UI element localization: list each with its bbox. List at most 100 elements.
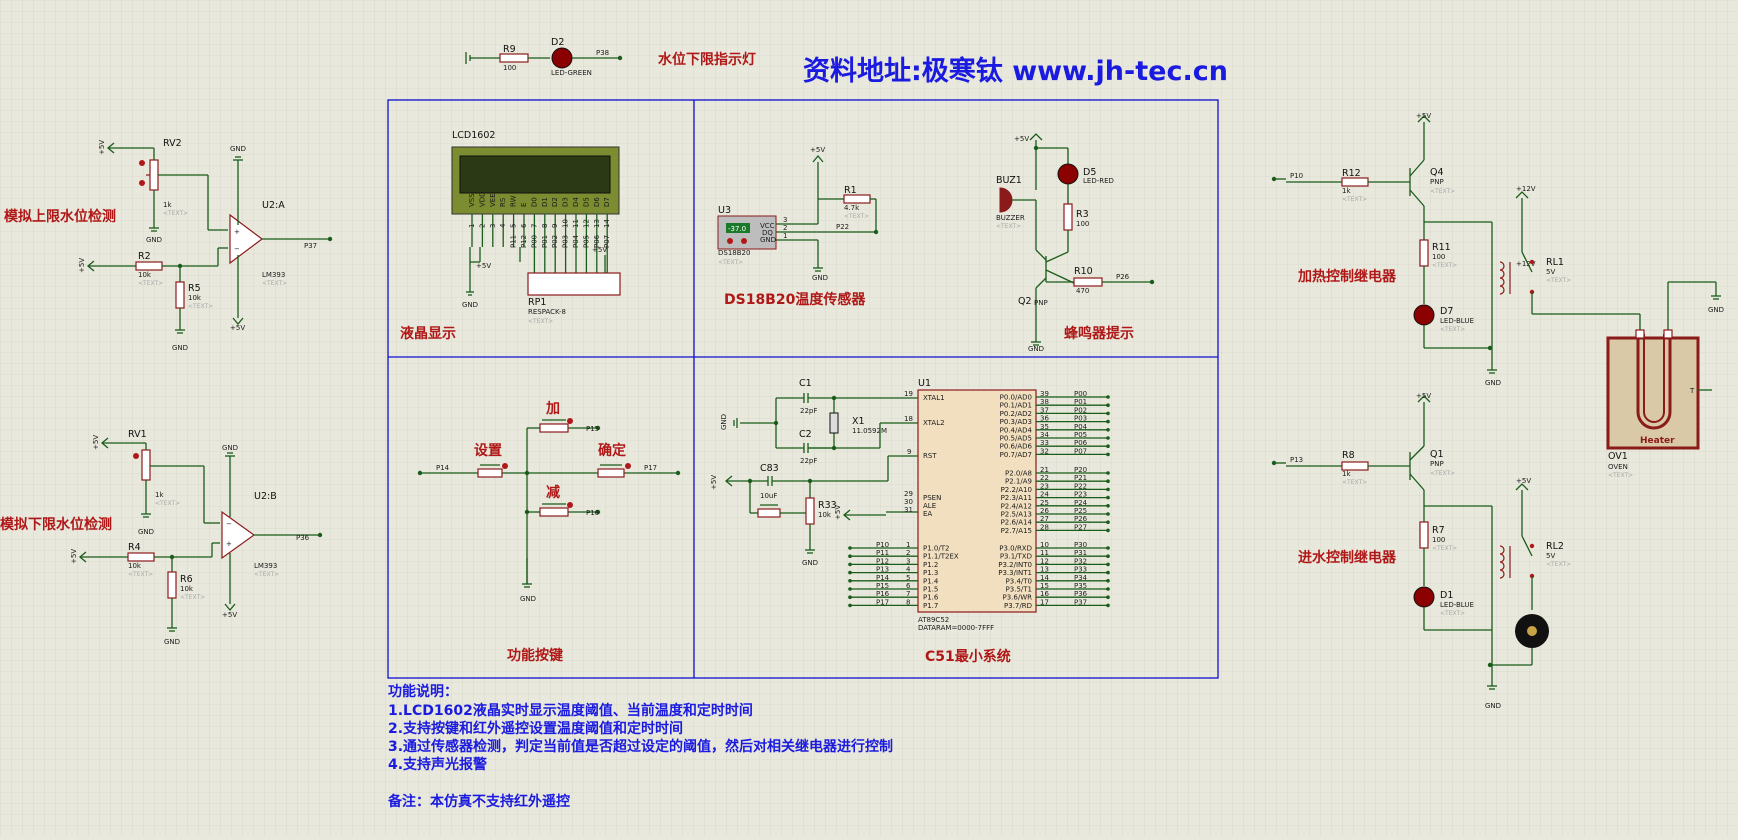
lcd-port-label: P03 xyxy=(562,235,570,248)
lcd-pin-label: VDD xyxy=(478,191,486,207)
svg-text:R9: R9 xyxy=(503,44,516,55)
lcd-pin-number: 6 xyxy=(520,223,528,228)
mcu-pin-number: 37 xyxy=(1040,406,1049,414)
water-low-indicator[interactable]: R9 100 D2 LED-GREEN P38 xyxy=(465,37,623,77)
lcd-pin-number: 12 xyxy=(582,219,590,228)
mcu-net-label: P21 xyxy=(1074,474,1087,482)
mcu-pin-number: 17 xyxy=(1040,598,1049,606)
svg-text:1k: 1k xyxy=(163,201,172,209)
subtract-button[interactable]: 减 xyxy=(539,484,573,517)
svg-text:Q2: Q2 xyxy=(1018,296,1032,307)
confirm-button[interactable]: 确定 xyxy=(597,442,631,478)
svg-text:<TEXT>: <TEXT> xyxy=(1546,561,1571,568)
svg-text:GND: GND xyxy=(720,414,728,430)
svg-text:GND: GND xyxy=(462,301,478,309)
buzzer-circuit[interactable]: +5V D5 LED-RED R3 100 BUZ1 BUZZER <TEXT>… xyxy=(996,133,1155,353)
svg-text:18: 18 xyxy=(904,415,913,423)
mcu-pin-label: P0.0/AD0 xyxy=(1000,394,1032,402)
led-blue-icon xyxy=(1413,304,1435,326)
reset-circuit[interactable]: C83 10uF R33 10k +5V GND +5V xyxy=(710,455,920,567)
mcu-pin-number: 7 xyxy=(906,590,910,598)
oven-heater[interactable]: Heater T OV1 OVEN <TEXT> xyxy=(1606,329,1712,479)
svg-text:D5: D5 xyxy=(1083,167,1096,178)
lower-detect-circuit[interactable]: RV1 1k <TEXT> +5V GND − + U2:B LM393 <TE… xyxy=(70,429,323,646)
mcu-pin-number: 34 xyxy=(1040,431,1049,439)
svg-text:GND: GND xyxy=(1708,306,1724,314)
crystal-circuit[interactable]: C1 22pF C2 22pF X1 11.0592M GND xyxy=(720,378,920,465)
svg-text:LED-GREEN: LED-GREEN xyxy=(551,69,592,77)
svg-text:10k: 10k xyxy=(180,585,194,593)
mcu-pin-label: P1.2 xyxy=(923,561,938,569)
svg-text:R11: R11 xyxy=(1432,242,1451,253)
svg-text:<TEXT>: <TEXT> xyxy=(1430,470,1455,477)
mcu-pin-number: 2 xyxy=(906,549,910,557)
mcu-pin-number: 3 xyxy=(906,557,910,565)
lcd-port-label: P06 xyxy=(593,234,601,248)
svg-text:+: + xyxy=(226,540,232,548)
buzzer-section-label: 蜂鸣器提示 xyxy=(1064,325,1134,342)
mcu-net-label: P01 xyxy=(1074,398,1087,406)
lcd-pin-number: 11 xyxy=(572,219,580,228)
svg-text:4.7k: 4.7k xyxy=(844,204,860,212)
lcd-pin-number: 10 xyxy=(562,219,570,228)
svg-text:R12: R12 xyxy=(1342,168,1361,179)
svg-text:1k: 1k xyxy=(155,491,164,499)
svg-text:LED-BLUE: LED-BLUE xyxy=(1440,317,1474,325)
at89c52-chip[interactable]: U1 AT89C52 DATARAM=0000-7FFF XTAL1 XTAL2… xyxy=(904,378,1037,632)
svg-text:P26: P26 xyxy=(1116,273,1130,281)
upper-detect-circuit[interactable]: RV2 1k <TEXT> +5V GND + − U2:A LM393 <TE… xyxy=(78,138,333,352)
lcd-port-label: P12 xyxy=(520,235,528,248)
svg-text:RV2: RV2 xyxy=(163,138,182,149)
svg-text:R3: R3 xyxy=(1076,209,1089,220)
lcd-pin-label: D7 xyxy=(603,197,611,207)
svg-text:Q4: Q4 xyxy=(1430,167,1444,178)
svg-text:R6: R6 xyxy=(180,574,193,585)
svg-text:GND: GND xyxy=(222,444,238,452)
svg-text:<TEXT>: <TEXT> xyxy=(1432,262,1457,269)
add-button[interactable]: 加 xyxy=(539,401,573,433)
svg-text:<TEXT>: <TEXT> xyxy=(528,318,553,325)
mcu-net-label: P32 xyxy=(1074,557,1087,565)
svg-text:设置: 设置 xyxy=(474,442,502,459)
mcu-pin-label: P0.6/AD6 xyxy=(1000,443,1033,451)
svg-text:AT89C52: AT89C52 xyxy=(918,616,949,624)
svg-text:RESPACK-8: RESPACK-8 xyxy=(528,308,566,316)
mcu-net-label: P24 xyxy=(1074,499,1088,507)
set-button[interactable]: 设置 xyxy=(474,442,508,478)
svg-text:<TEXT>: <TEXT> xyxy=(262,280,287,287)
lcd-pin-label: E xyxy=(520,203,528,207)
svg-text:R2: R2 xyxy=(138,251,151,262)
lcd-port-label: P11 xyxy=(510,235,518,248)
svg-text:RL2: RL2 xyxy=(1546,541,1564,552)
mcu-pin-label: P1.3 xyxy=(923,569,938,577)
water-relay-circuit[interactable]: +5V P13 R8 1k <TEXT> Q1 PNP <TEXT> R7 10… xyxy=(1271,392,1571,710)
svg-text:470: 470 xyxy=(1076,287,1089,295)
ds18b20-sensor[interactable]: U3 -37.0 VCC DQ GND 3 2 1 DS18B20 <TEXT>… xyxy=(717,146,879,282)
svg-text:R8: R8 xyxy=(1342,450,1355,461)
mcu-pin-label: P1.7 xyxy=(923,602,938,610)
svg-text:100: 100 xyxy=(1076,220,1089,228)
rp1-respack[interactable]: RP1 RESPACK-8 <TEXT> GND +5V +5V xyxy=(462,246,621,325)
svg-text:GND: GND xyxy=(520,595,536,603)
mcu-pin-number: 38 xyxy=(1040,398,1049,406)
heat-relay-circuit[interactable]: +5V P10 R12 1k <TEXT> Q4 PNP <TEXT> R11 … xyxy=(1271,112,1724,387)
svg-text:<TEXT>: <TEXT> xyxy=(1608,472,1633,479)
svg-text:+5V: +5V xyxy=(1416,392,1431,400)
mcu-pin-number: 14 xyxy=(1040,574,1049,582)
mcu-pin-number: 8 xyxy=(906,598,910,606)
svg-text:EA: EA xyxy=(923,510,932,518)
lcd1602-module[interactable]: LCD1602 xyxy=(451,130,620,215)
mcu-pin-label: P3.7/RD xyxy=(1004,602,1032,610)
svg-text:GND: GND xyxy=(812,274,828,282)
svg-text:确定: 确定 xyxy=(598,442,626,459)
svg-text:Q1: Q1 xyxy=(1430,449,1444,460)
mcu-pin-label: P2.1/A9 xyxy=(1005,478,1032,486)
mcu-pin-number: 6 xyxy=(906,582,911,590)
mcu-pin-number: 15 xyxy=(1040,582,1049,590)
mcu-pin-label: P2.6/A14 xyxy=(1001,519,1033,527)
svg-text:C83: C83 xyxy=(760,463,779,474)
mcu-pin-label: P3.0/RXD xyxy=(999,545,1032,553)
svg-text:P16: P16 xyxy=(586,509,600,517)
mcu-pin-number: 27 xyxy=(1040,515,1049,523)
